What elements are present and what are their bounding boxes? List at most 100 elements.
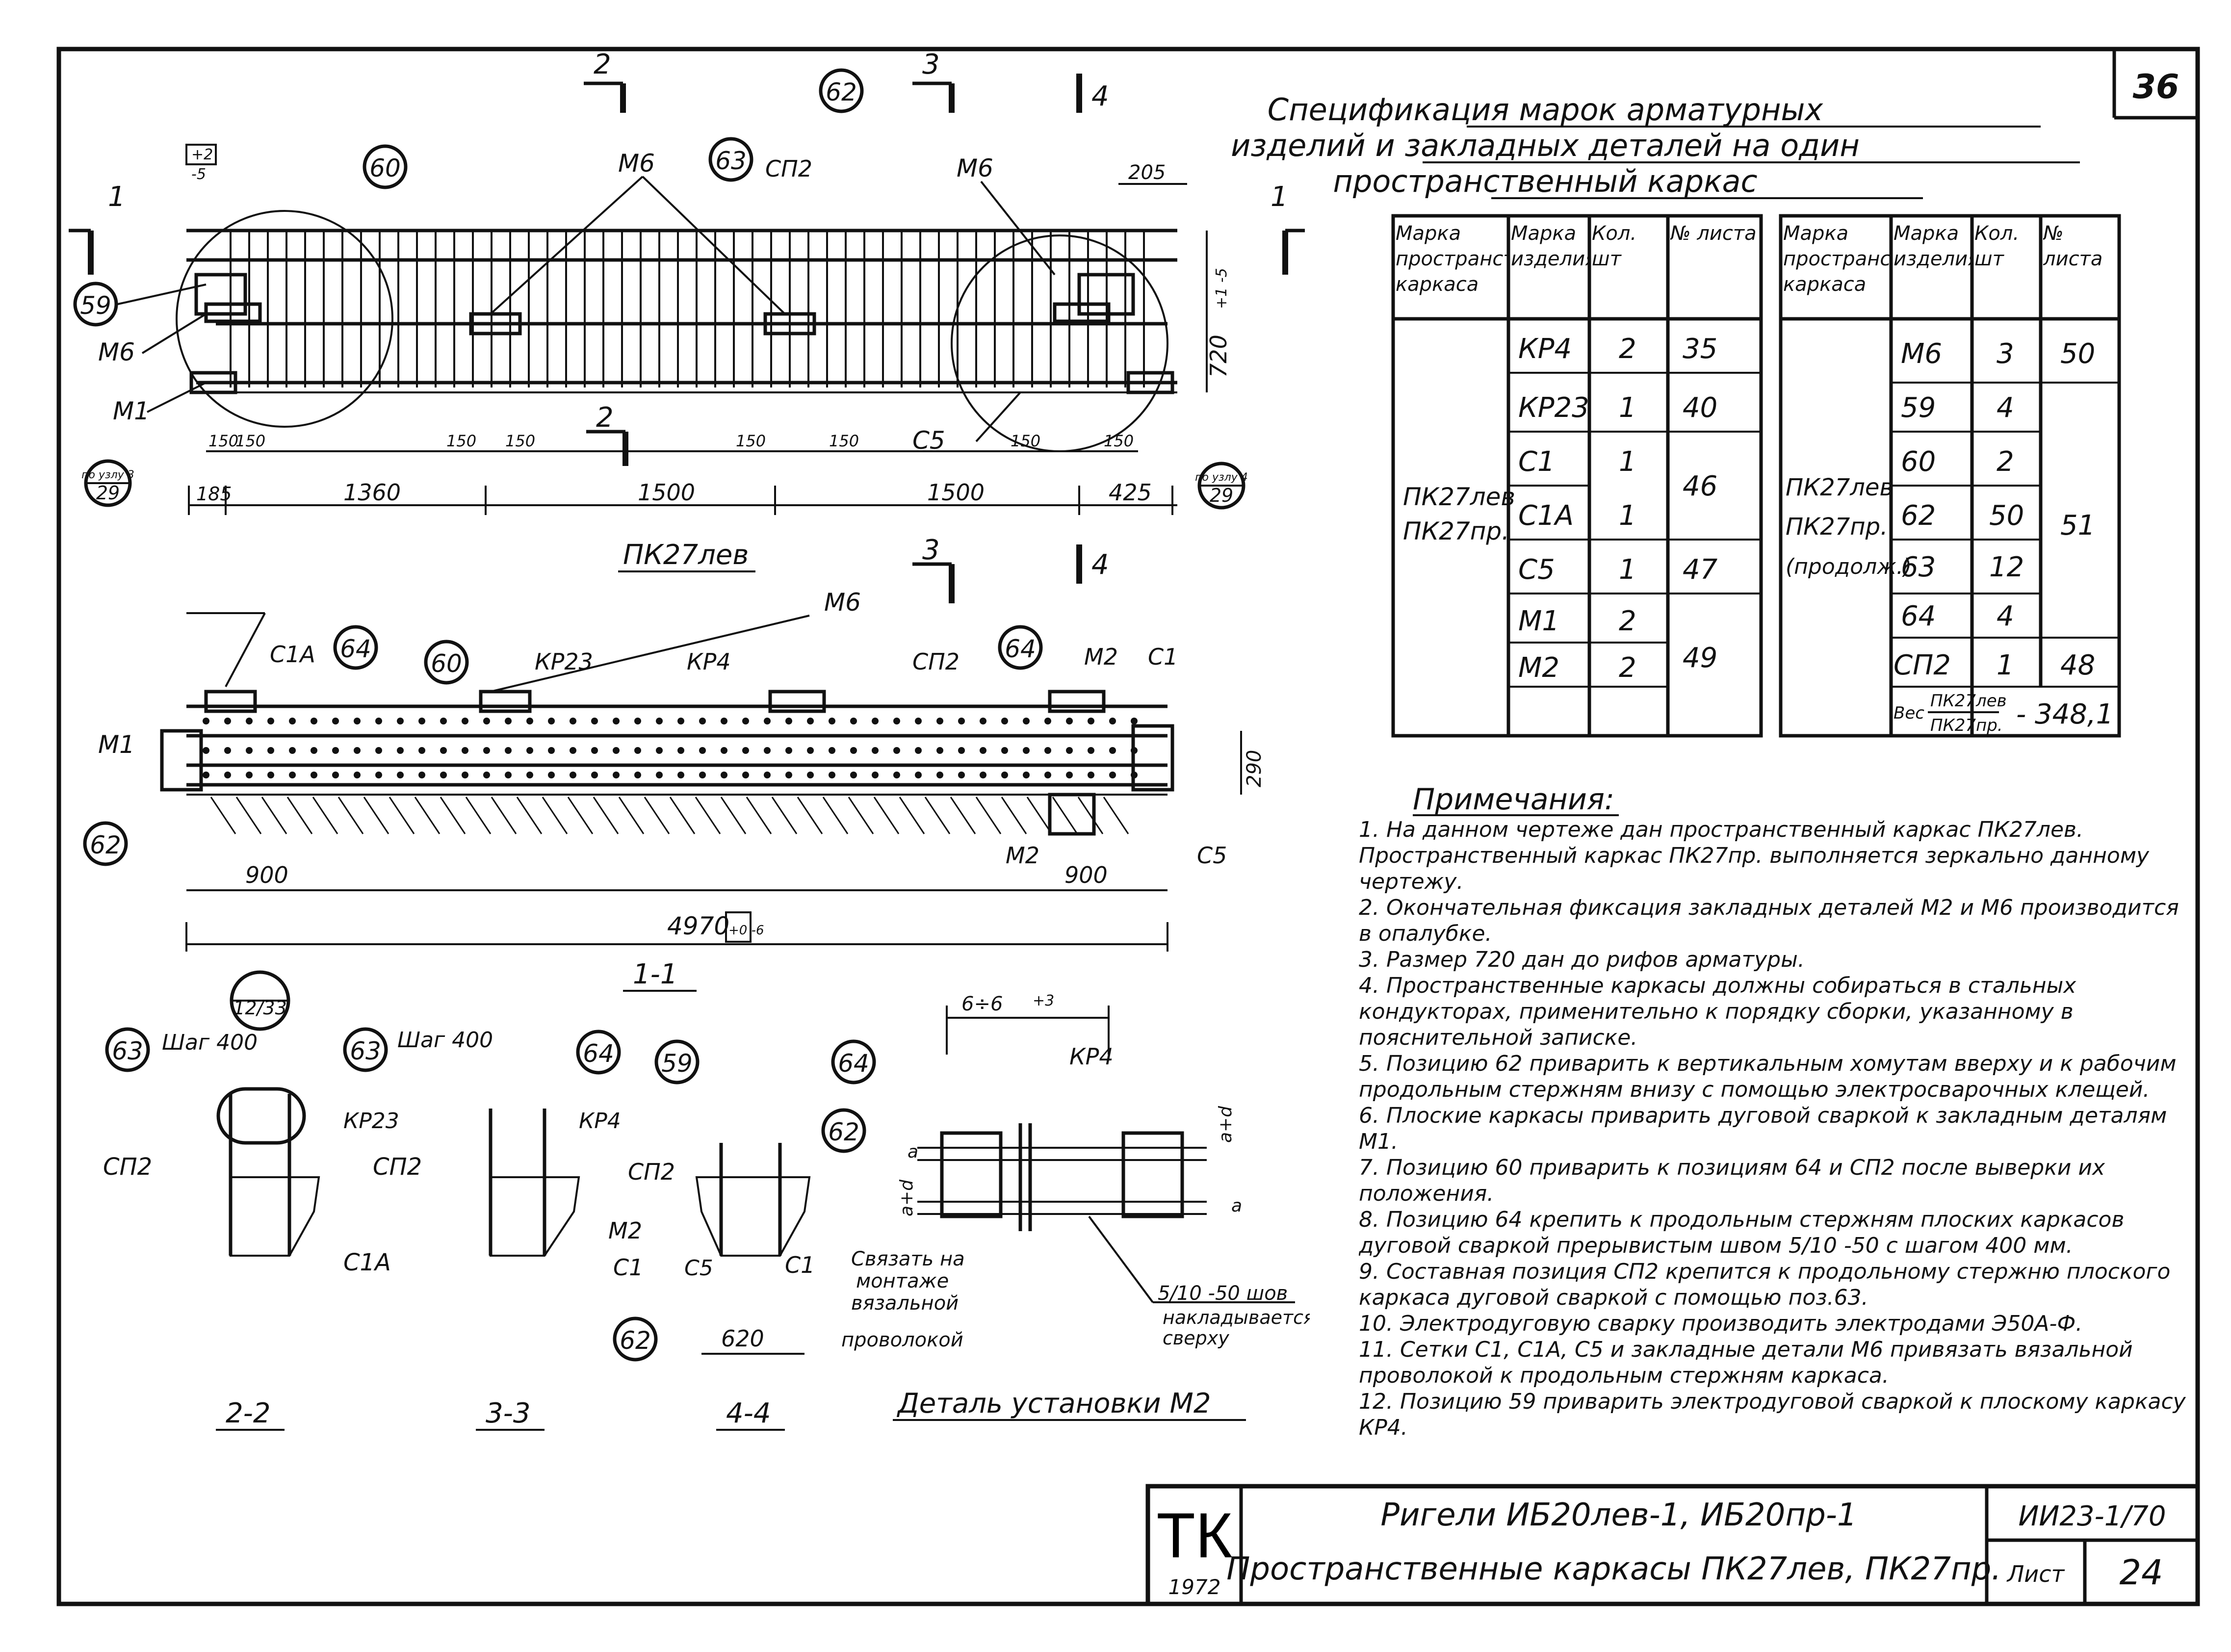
bar-dot	[1131, 718, 1138, 724]
top-dim: 205	[1128, 161, 1166, 184]
plan-label: М1	[98, 730, 135, 759]
bubble-label: 64	[1005, 635, 1036, 663]
bar-dot	[1023, 718, 1030, 724]
section-dim: 620	[721, 1325, 764, 1352]
bar-dot	[634, 772, 641, 778]
detail-circle	[951, 234, 1168, 452]
bar-dot	[354, 718, 361, 724]
bar-dot	[1066, 718, 1073, 724]
bubble-fraction: 12/33	[233, 997, 287, 1019]
section-mark: 4	[1091, 549, 1109, 581]
section-label: СП2	[373, 1153, 422, 1181]
bar-dot	[570, 772, 576, 778]
bar-dot	[311, 718, 317, 724]
section-label: М2	[608, 1217, 642, 1244]
bar-dot	[829, 747, 835, 754]
bar-dot	[267, 718, 274, 724]
bar-dot	[289, 772, 296, 778]
notes-list: 1. На данном чертеже дан пространственны…	[1359, 817, 2188, 1441]
bar-dot	[462, 747, 468, 754]
hatch-line	[542, 797, 568, 834]
bar-dot	[354, 747, 361, 754]
bar-dot	[548, 747, 555, 754]
bar-dot	[613, 772, 620, 778]
elevation-label: СП2	[765, 155, 812, 182]
dim-label: 185	[196, 483, 232, 505]
bubble-label: 62	[828, 1118, 859, 1146]
bar-dot	[850, 772, 857, 778]
bar-dot	[224, 772, 231, 778]
position-bubble	[819, 68, 864, 113]
spec-left-qty: 2	[1619, 333, 1636, 365]
section-4-4: 59 64 62 62 СП2 М2 С1 С5 С1 620 Связать …	[608, 1039, 965, 1431]
title-block: ТК 1972 Ригели ИБ20лев-1, ИБ20пр-1 Прост…	[1145, 1484, 2200, 1606]
section-note: монтаже	[856, 1270, 949, 1292]
spec-left-frame-1: ПК27лев	[1403, 483, 1515, 511]
bar-dot	[548, 772, 555, 778]
bubble-label: 60	[369, 154, 401, 182]
bar-dot	[1066, 772, 1073, 778]
hatch-line	[695, 797, 721, 834]
height-dim: 720	[1205, 335, 1232, 378]
hatch-line	[950, 797, 976, 834]
section-3-3: 63 Шаг 400 64 КР4 СП2 3-3	[343, 1027, 621, 1431]
bar-dot	[958, 747, 965, 754]
spec-left-rows: КР4 2 1 КР23 С1 1 С1А 1 С5 1 М1 2 М2 2	[1518, 333, 1636, 684]
section-2-2: 12/33 63 Шаг 400 КР23 СП2 С1А 2-2	[103, 970, 399, 1431]
bar-dot	[721, 772, 727, 778]
hatch-line	[286, 797, 313, 834]
hatch-line	[593, 797, 619, 834]
section-mark: 2	[594, 49, 611, 80]
spec-right-qty: 4	[1997, 600, 2014, 632]
section-mark: 2	[596, 402, 614, 434]
spec-title-line-3: пространственный каркас	[1333, 163, 1757, 199]
bar-dot	[1109, 718, 1116, 724]
spec-left-qty: 1	[1619, 446, 1636, 478]
position-bubble	[363, 144, 408, 189]
bar-dot	[1131, 747, 1138, 754]
bar-dot	[203, 772, 209, 778]
bar-dot	[1109, 772, 1116, 778]
bar-dot	[1023, 747, 1030, 754]
section-label: КР4	[579, 1109, 621, 1134]
note-item: 1. На данном чертеже дан пространственны…	[1359, 817, 2150, 894]
section-mark: 1	[108, 181, 126, 213]
bar-dot	[397, 772, 404, 778]
bubble-label: 59	[661, 1049, 693, 1078]
spec-right-qty: 4	[1997, 392, 2014, 424]
spec-right-sheet: 50	[2060, 338, 2095, 370]
bar-dot	[375, 718, 382, 724]
hatch-line	[822, 797, 849, 834]
plan-length: 4970	[667, 912, 729, 940]
spacing-label: 150	[235, 432, 265, 450]
hatch-line	[746, 797, 772, 834]
hatch-line	[1052, 797, 1078, 834]
spec-right-qty: 12	[1989, 551, 2024, 583]
detail-label: а+d	[897, 1179, 917, 1216]
sheet-corner-number: 36	[2133, 68, 2179, 106]
bar-dot	[829, 772, 835, 778]
section-step: Шаг 400	[397, 1028, 493, 1053]
spec-left-qty: 1	[1619, 554, 1636, 586]
bar-dot	[440, 718, 447, 724]
bar-dot	[613, 747, 620, 754]
bar-dot	[980, 718, 986, 724]
note-item: 6. Плоские каркасы приварить дуговой сва…	[1359, 1103, 2167, 1154]
section-note: вязальной	[851, 1292, 959, 1315]
height-tol: +1 -5	[1213, 268, 1230, 309]
bar-dot	[829, 718, 835, 724]
bar-dot	[807, 747, 814, 754]
plan-hatching	[210, 797, 1129, 834]
bubble-label: 62	[826, 78, 857, 106]
hatch-line	[465, 797, 492, 834]
elevation-label: М6	[618, 149, 655, 178]
spec-header-qty-r: Кол. шт	[1974, 222, 2020, 270]
section-label: СП2	[103, 1153, 152, 1181]
bar-dot	[656, 747, 663, 754]
bar-dot	[764, 747, 771, 754]
spec-right-qty: 3	[1997, 338, 2014, 370]
detail-weld: 5/10 -50 шов	[1158, 1282, 1288, 1305]
hatch-line	[414, 797, 441, 834]
title-org: ТК	[1156, 1499, 1232, 1571]
hatch-line	[491, 797, 517, 834]
